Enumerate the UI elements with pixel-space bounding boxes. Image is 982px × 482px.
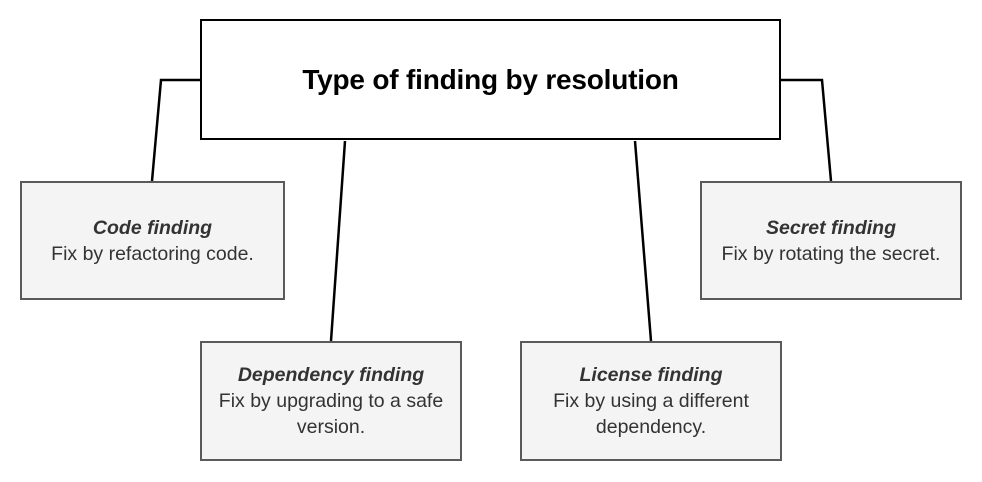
- node-license-finding: License finding Fix by using a different…: [520, 341, 782, 461]
- connector-root-to-code-finding: [150, 78, 200, 182]
- node-secret-finding: Secret finding Fix by rotating the secre…: [700, 181, 962, 300]
- node-root: Type of finding by resolution: [200, 19, 781, 140]
- node-dependency-finding-title: Dependency finding: [237, 364, 425, 386]
- connector-root-to-secret-finding: [781, 78, 833, 182]
- node-dependency-finding-description: Fix by upgrading to a safe version.: [218, 390, 444, 438]
- connector-root-to-license-finding: [633, 140, 653, 342]
- node-secret-finding-title: Secret finding: [765, 216, 897, 239]
- node-license-finding-description: Fix by using a different dependency.: [553, 390, 749, 438]
- node-license-finding-title: License finding: [579, 364, 723, 386]
- connector-root-to-dependency-finding: [329, 140, 347, 342]
- node-code-finding-description: Fix by refactoring code.: [51, 242, 254, 265]
- node-code-finding-title: Code finding: [92, 216, 213, 239]
- root-title: Type of finding by resolution: [302, 63, 679, 95]
- node-secret-finding-description: Fix by rotating the secret.: [721, 242, 941, 265]
- node-code-finding: Code finding Fix by refactoring code.: [20, 181, 285, 300]
- node-dependency-finding: Dependency finding Fix by upgrading to a…: [200, 341, 462, 461]
